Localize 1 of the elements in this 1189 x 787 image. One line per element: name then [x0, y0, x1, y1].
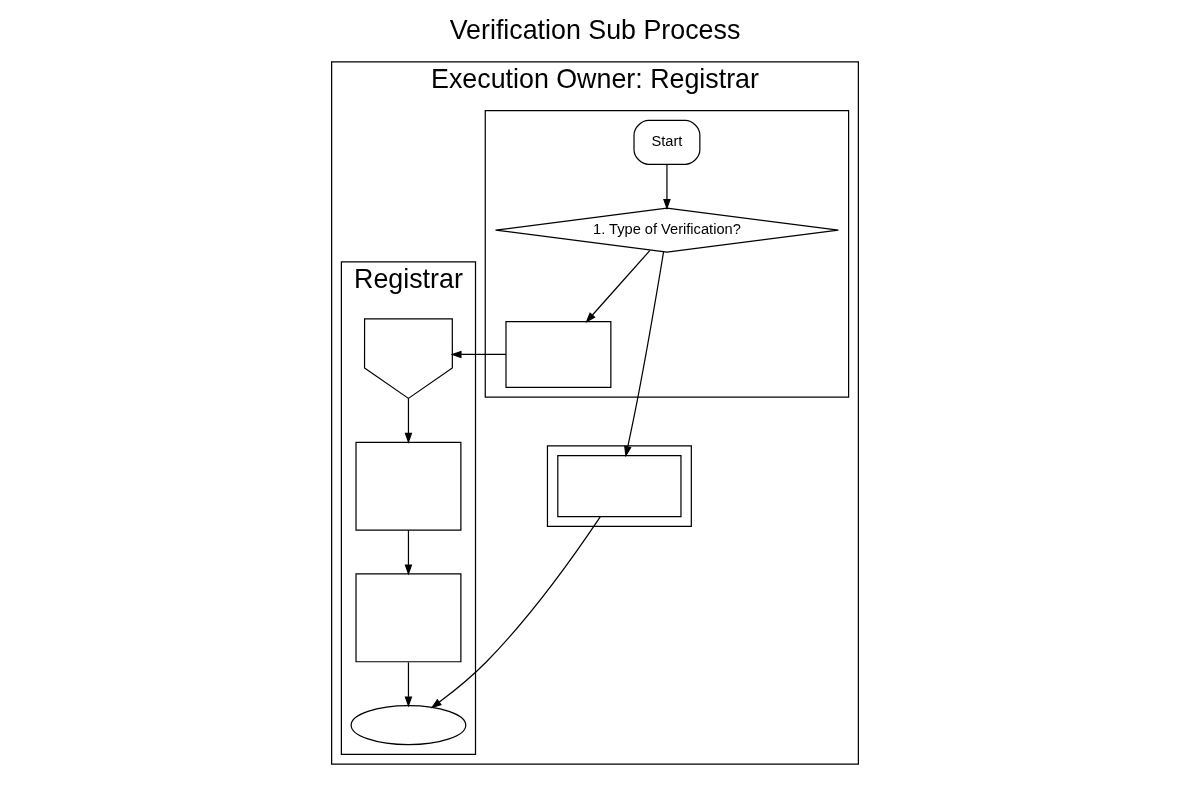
- diagram-title: Verification Sub Process: [449, 15, 740, 46]
